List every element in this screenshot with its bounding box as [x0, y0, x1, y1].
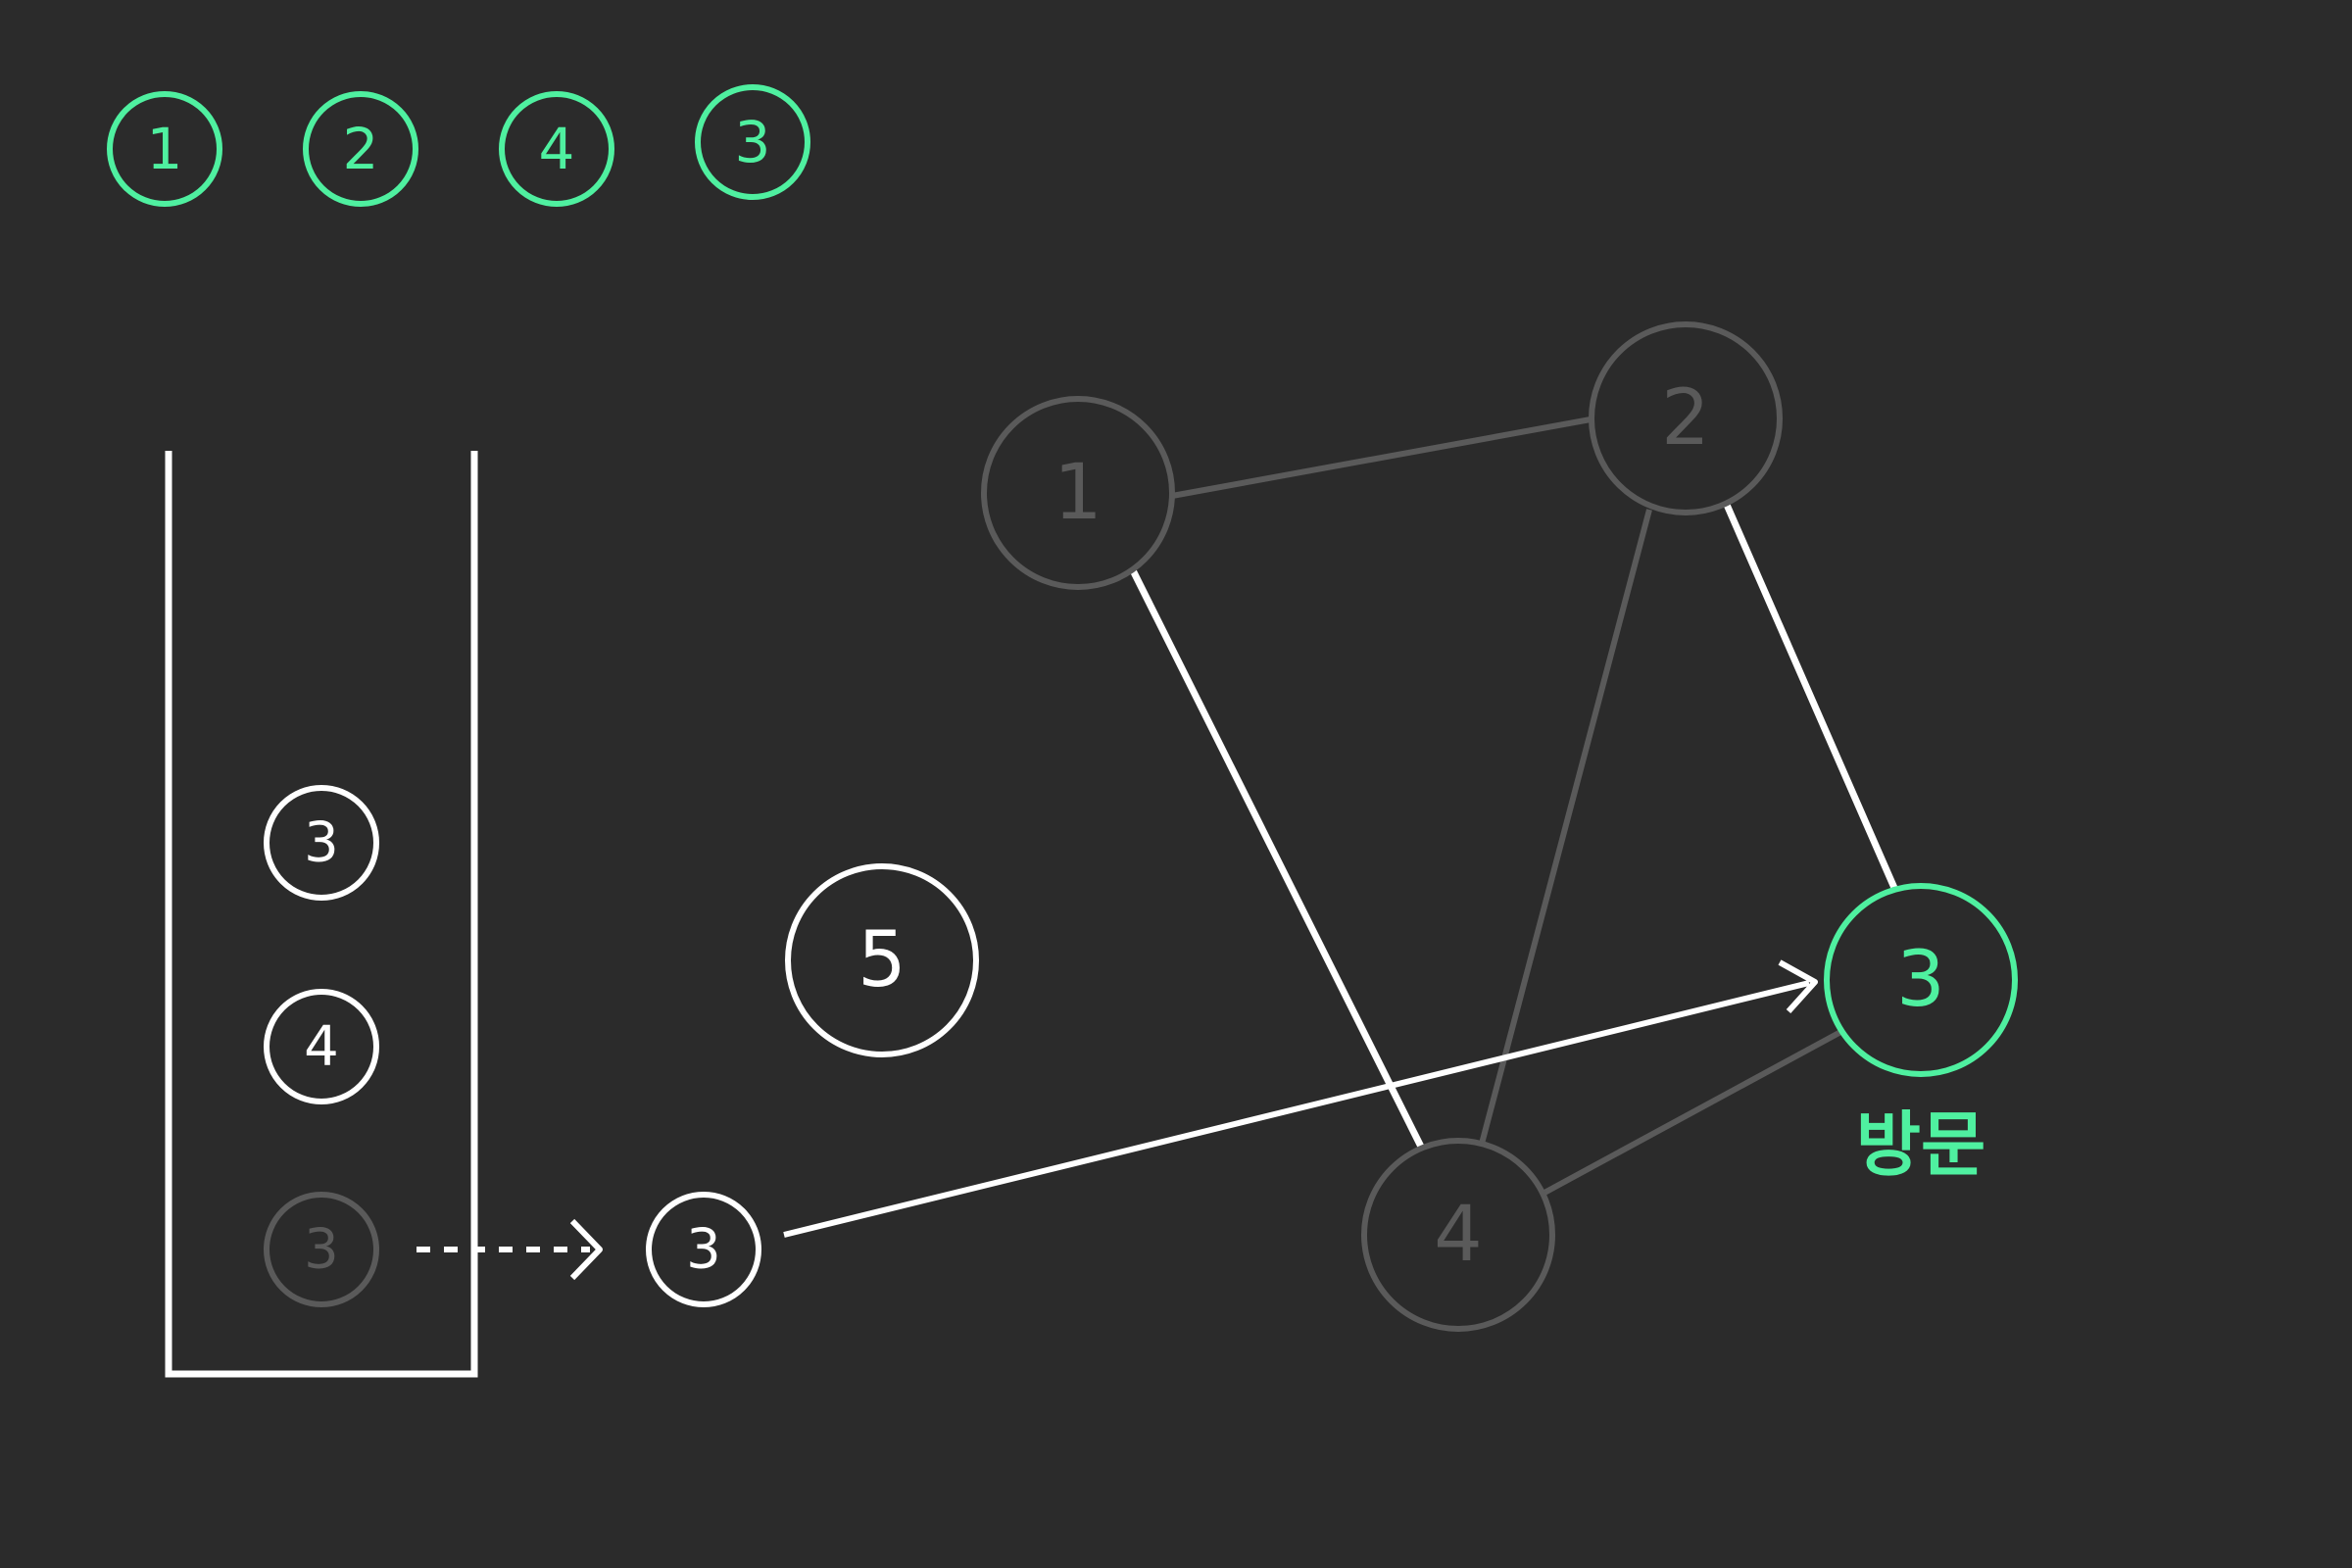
visited-node-label: 4 [539, 116, 575, 182]
visited-node-label: 2 [343, 116, 379, 182]
graph-node-label: 4 [1434, 1191, 1483, 1279]
visit-label: 방문 [1856, 1103, 1985, 1186]
visited-node-4: 4 [499, 91, 614, 207]
visited-node-1: 1 [107, 91, 222, 207]
visited-node-3: 3 [695, 84, 810, 200]
popped-node: 3 [646, 1192, 761, 1307]
edge-1-4 [1128, 566, 1425, 1149]
graph-node-3: 3 [1824, 883, 2018, 1077]
graph-edges [1128, 416, 1898, 1196]
stack-item-label: 4 [304, 1015, 339, 1079]
graph-node-1: 1 [981, 396, 1175, 590]
graph-node-label: 2 [1661, 374, 1710, 463]
stack-item-middle: 4 [264, 989, 379, 1104]
stack-container [165, 451, 478, 1378]
visited-order-row: 1 2 4 3 [107, 84, 810, 207]
floating-node-label: 5 [858, 916, 906, 1004]
graph-node-label: 3 [1896, 936, 1945, 1024]
stack-item-popped: 3 [264, 1192, 379, 1307]
visited-node-2: 2 [303, 91, 418, 207]
floating-node-5: 5 [785, 863, 979, 1057]
edge-1-2 [1171, 416, 1592, 499]
pop-arrow [416, 1218, 603, 1281]
edge-4-3 [1543, 1027, 1846, 1196]
popped-node-label: 3 [686, 1218, 721, 1282]
graph-node-2: 2 [1589, 321, 1783, 515]
visited-node-label: 1 [147, 116, 183, 182]
visited-node-label: 3 [735, 109, 771, 175]
graph-node-label: 1 [1054, 449, 1102, 537]
stack-item-label: 3 [304, 1218, 339, 1282]
graph-node-4: 4 [1361, 1138, 1555, 1332]
edge-2-4 [1479, 509, 1652, 1145]
stack-item-label: 3 [304, 811, 339, 875]
stack-item-top: 3 [264, 785, 379, 901]
traverse-arrow [783, 959, 1818, 1238]
edge-2-3 [1723, 503, 1898, 890]
